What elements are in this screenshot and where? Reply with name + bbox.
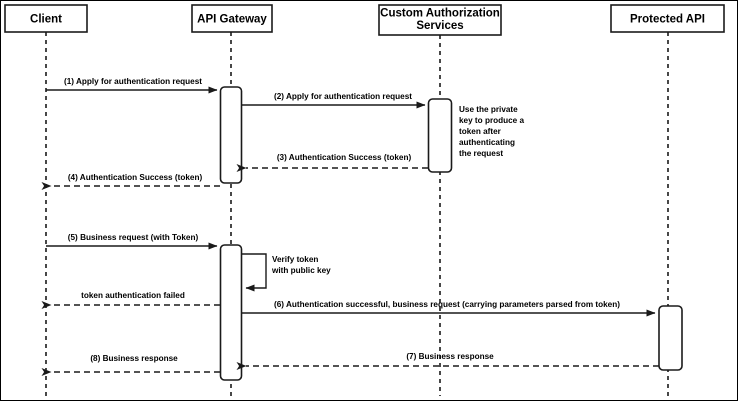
activation-api-gateway-business (219, 244, 243, 381)
message-6[interactable]: token authentication failed (41, 291, 220, 309)
message-5[interactable]: (5) Business request (with Token) (46, 233, 218, 250)
message-6-label: token authentication failed (81, 291, 185, 300)
message-9[interactable]: (8) Business response (41, 354, 220, 376)
self-call-verify-token[interactable]: Verify token with public key (241, 253, 331, 292)
self-call-verify-token-arrow (241, 253, 267, 292)
message-4[interactable]: (4) Authentication Success (token) (41, 173, 220, 190)
participant-api-gateway[interactable]: API Gateway (191, 4, 273, 33)
message-5-label: (5) Business request (with Token) (68, 233, 199, 242)
message-3[interactable]: (3) Authentication Success (token) (236, 153, 428, 172)
self-call-verify-token-line-1: Verify token (272, 255, 318, 264)
note-private-key-line-2: key to produce a (459, 116, 525, 125)
message-9-label: (8) Business response (90, 354, 178, 363)
participant-client-label: Client (30, 14, 62, 26)
message-4-label: (4) Authentication Success (token) (68, 173, 203, 182)
participant-custom-auth-label-line2: Services (416, 20, 463, 32)
message-8[interactable]: (7) Business response (236, 352, 659, 370)
message-8-label: (7) Business response (406, 352, 494, 361)
message-7[interactable]: (6) Authentication successful, business … (241, 300, 656, 317)
participant-client[interactable]: Client (4, 4, 88, 33)
participant-custom-auth[interactable]: Custom Authorization Services (378, 4, 502, 36)
message-3-label: (3) Authentication Success (token) (277, 153, 412, 162)
note-private-key-line-5: the request (459, 149, 503, 158)
participant-protected-api[interactable]: Protected API (610, 4, 725, 33)
activation-api-gateway-auth (219, 86, 243, 184)
message-1-label: (1) Apply for authentication request (64, 77, 202, 86)
note-private-key-line-4: authenticating (459, 138, 515, 147)
activation-protected-api (658, 305, 683, 371)
self-call-verify-token-line-2: with public key (271, 266, 331, 275)
note-private-key: Use the private key to produce a token a… (459, 105, 525, 158)
participant-protected-api-label: Protected API (630, 14, 705, 26)
note-private-key-line-1: Use the private (459, 105, 518, 114)
message-7-label: (6) Authentication successful, business … (274, 300, 620, 309)
message-1[interactable]: (1) Apply for authentication request (46, 77, 218, 94)
message-2[interactable]: (2) Apply for authentication request (241, 92, 426, 109)
activation-custom-auth (427, 98, 453, 173)
message-2-label: (2) Apply for authentication request (274, 92, 412, 101)
participant-custom-auth-label-line1: Custom Authorization (380, 8, 500, 20)
participant-api-gateway-label: API Gateway (197, 14, 267, 26)
note-private-key-line-3: token after (459, 127, 502, 136)
